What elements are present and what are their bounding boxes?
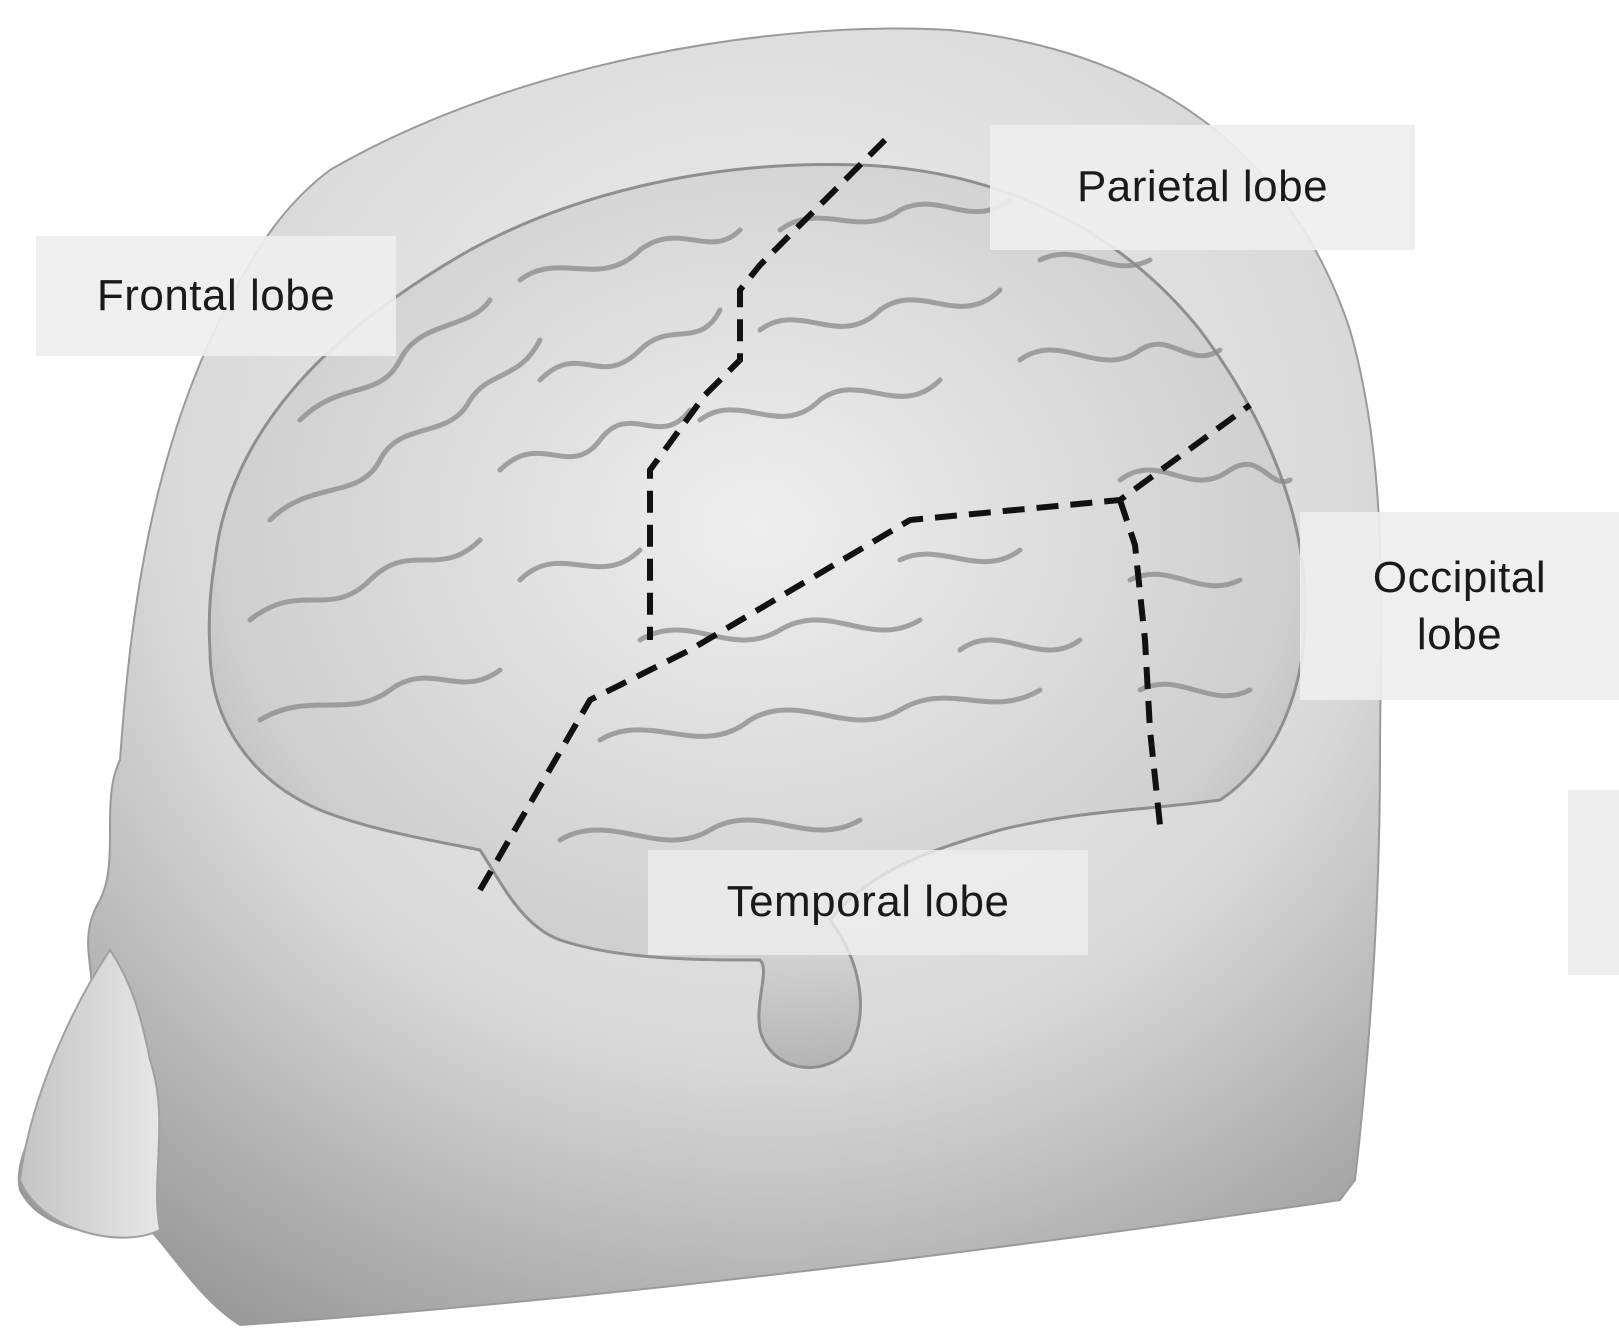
occipital-lobe-label-box: Occipital lobe <box>1300 512 1619 700</box>
parietal-lobe-label: Parietal lobe <box>1077 161 1328 214</box>
occipital-lobe-label: Occipital lobe <box>1373 549 1546 663</box>
frontal-lobe-label: Frontal lobe <box>97 270 335 323</box>
temporal-lobe-label: Temporal lobe <box>727 876 1010 929</box>
parietal-lobe-label-box: Parietal lobe <box>990 125 1415 250</box>
edge-panel <box>1568 790 1619 975</box>
frontal-lobe-label-box: Frontal lobe <box>36 236 396 356</box>
temporal-lobe-label-box: Temporal lobe <box>648 850 1088 955</box>
